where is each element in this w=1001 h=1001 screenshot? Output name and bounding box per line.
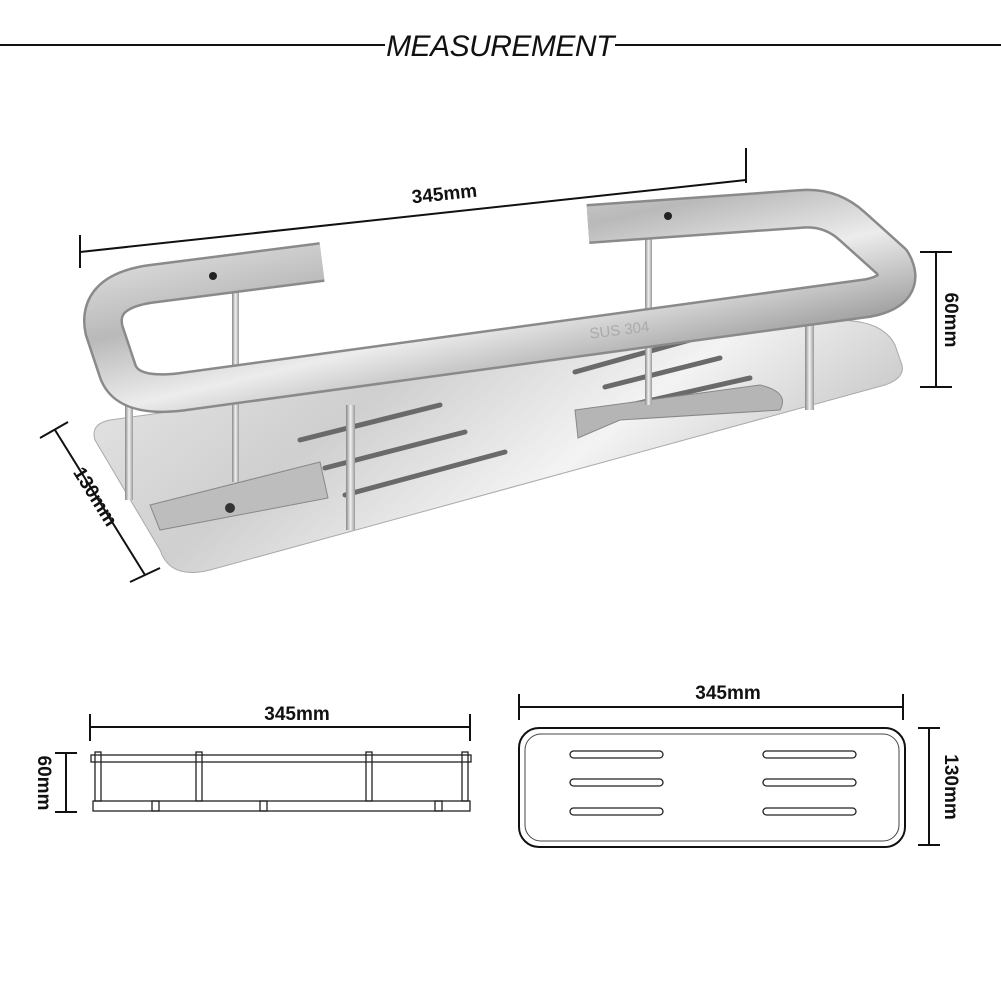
top-slots	[569, 750, 857, 816]
post	[805, 290, 814, 410]
height-label: 60mm	[940, 293, 961, 348]
front-bracket-left	[149, 461, 329, 531]
depth-dimension-line	[54, 429, 146, 576]
dimension-tick	[39, 421, 69, 439]
shelf-photo: SUS 304 345mm 60mm 130mm	[39, 148, 961, 583]
front-bracket-right	[574, 384, 783, 439]
top-outline	[518, 727, 906, 848]
top-length-label: 345mm	[695, 683, 761, 704]
side-posts	[94, 751, 469, 812]
top-inner-outline	[524, 733, 900, 842]
screw-hole	[225, 503, 235, 513]
length-dimension-line	[79, 179, 747, 253]
side-rail	[90, 754, 472, 763]
side-view-drawing: 345mm 60mm	[33, 704, 472, 813]
header: MEASUREMENT	[0, 30, 1001, 63]
top-depth-label: 130mm	[940, 754, 961, 820]
mount-hole	[209, 272, 217, 280]
depth-label: 130mm	[68, 464, 121, 531]
shelf-rail	[85, 191, 914, 411]
dimension-tick	[129, 567, 161, 583]
length-label: 345mm	[411, 181, 478, 209]
top-view-drawing: 345mm 130mm	[518, 683, 961, 848]
post	[346, 405, 355, 530]
side-height-label: 60mm	[33, 756, 54, 811]
side-length-label: 345mm	[264, 704, 330, 725]
mount-hole	[664, 212, 672, 220]
post	[125, 370, 133, 500]
side-base	[92, 800, 471, 812]
header-title: MEASUREMENT	[386, 30, 617, 63]
base-plate	[93, 319, 903, 573]
